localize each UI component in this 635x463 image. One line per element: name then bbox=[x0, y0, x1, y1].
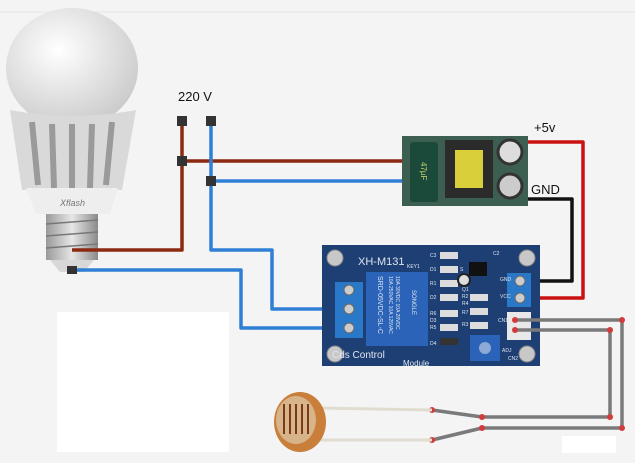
pin-label: VCC bbox=[500, 294, 511, 300]
key-label: KEY1 bbox=[407, 264, 420, 270]
component-label: R7 bbox=[462, 310, 469, 316]
power-supply-module: 47µF bbox=[402, 136, 528, 206]
relay-part: SRD-05VDC-SL-C bbox=[376, 276, 383, 334]
module-title: Cds Control bbox=[332, 350, 385, 361]
capacitor-marking: 47µF bbox=[419, 162, 428, 181]
component-label: D3 bbox=[430, 318, 437, 324]
component-label: D4 bbox=[430, 341, 437, 347]
component-label: S bbox=[460, 267, 464, 273]
ic-chip bbox=[469, 262, 487, 276]
heatsink-fins bbox=[29, 121, 115, 189]
component-label: R4 bbox=[462, 301, 469, 307]
blank-area bbox=[562, 436, 616, 453]
pin-label: CN2 bbox=[508, 356, 518, 362]
gnd-label: GND bbox=[531, 182, 560, 197]
module-model: XH-M131 bbox=[358, 256, 404, 268]
transistor bbox=[457, 273, 471, 287]
component-label: C2 bbox=[493, 251, 500, 257]
psu-output-capacitor bbox=[496, 172, 524, 200]
plus-5v-label: +5v bbox=[534, 120, 556, 135]
bulb-collar bbox=[26, 188, 118, 214]
component-label: D2 bbox=[430, 295, 437, 301]
pin-label: ADJ bbox=[502, 348, 512, 354]
relay-module: XH-M131 KEY1 SRD-05VDC-SL-C 10A 250VAC 1… bbox=[322, 245, 540, 368]
bulb-brand: Xflash bbox=[59, 198, 85, 208]
component-label: D1 bbox=[430, 267, 437, 273]
gnd-wire bbox=[522, 197, 574, 283]
smd-components bbox=[440, 252, 488, 345]
relay-rating: 10A 30VDC 10A 28VDC bbox=[394, 276, 400, 330]
component-label: R6 bbox=[430, 311, 437, 317]
component-label: R5 bbox=[430, 325, 437, 331]
bulb-globe bbox=[6, 8, 138, 128]
neutral-wire-to-relay bbox=[209, 121, 346, 311]
blank-area bbox=[57, 312, 229, 452]
component-label: R2 bbox=[462, 294, 469, 300]
relay-brand: SONGLE bbox=[410, 290, 416, 315]
relay-rating: 10A 250VAC 10A 125VAC bbox=[387, 276, 393, 334]
component-label: R1 bbox=[430, 281, 437, 287]
pin-label: GND bbox=[500, 277, 512, 283]
mains-voltage-label: 220 V bbox=[178, 89, 212, 104]
component-label: C3 bbox=[430, 253, 437, 259]
sensor-wire-nodes bbox=[429, 317, 625, 443]
psu-output-capacitor bbox=[496, 138, 524, 166]
pin-label: CN1 bbox=[498, 318, 508, 324]
psu-capacitor bbox=[410, 142, 438, 202]
plus-5v-wire bbox=[522, 140, 585, 300]
wire-junctions bbox=[67, 116, 216, 274]
light-bulb: Xflash bbox=[6, 8, 138, 272]
photoresistor bbox=[274, 392, 433, 452]
bulb-wire-to-relay bbox=[72, 268, 346, 330]
module-subtitle: Module bbox=[403, 359, 430, 368]
sensor-connector bbox=[507, 312, 531, 340]
component-label: Q1 bbox=[462, 287, 469, 293]
component-label: R3 bbox=[462, 322, 469, 328]
relay bbox=[366, 272, 428, 346]
